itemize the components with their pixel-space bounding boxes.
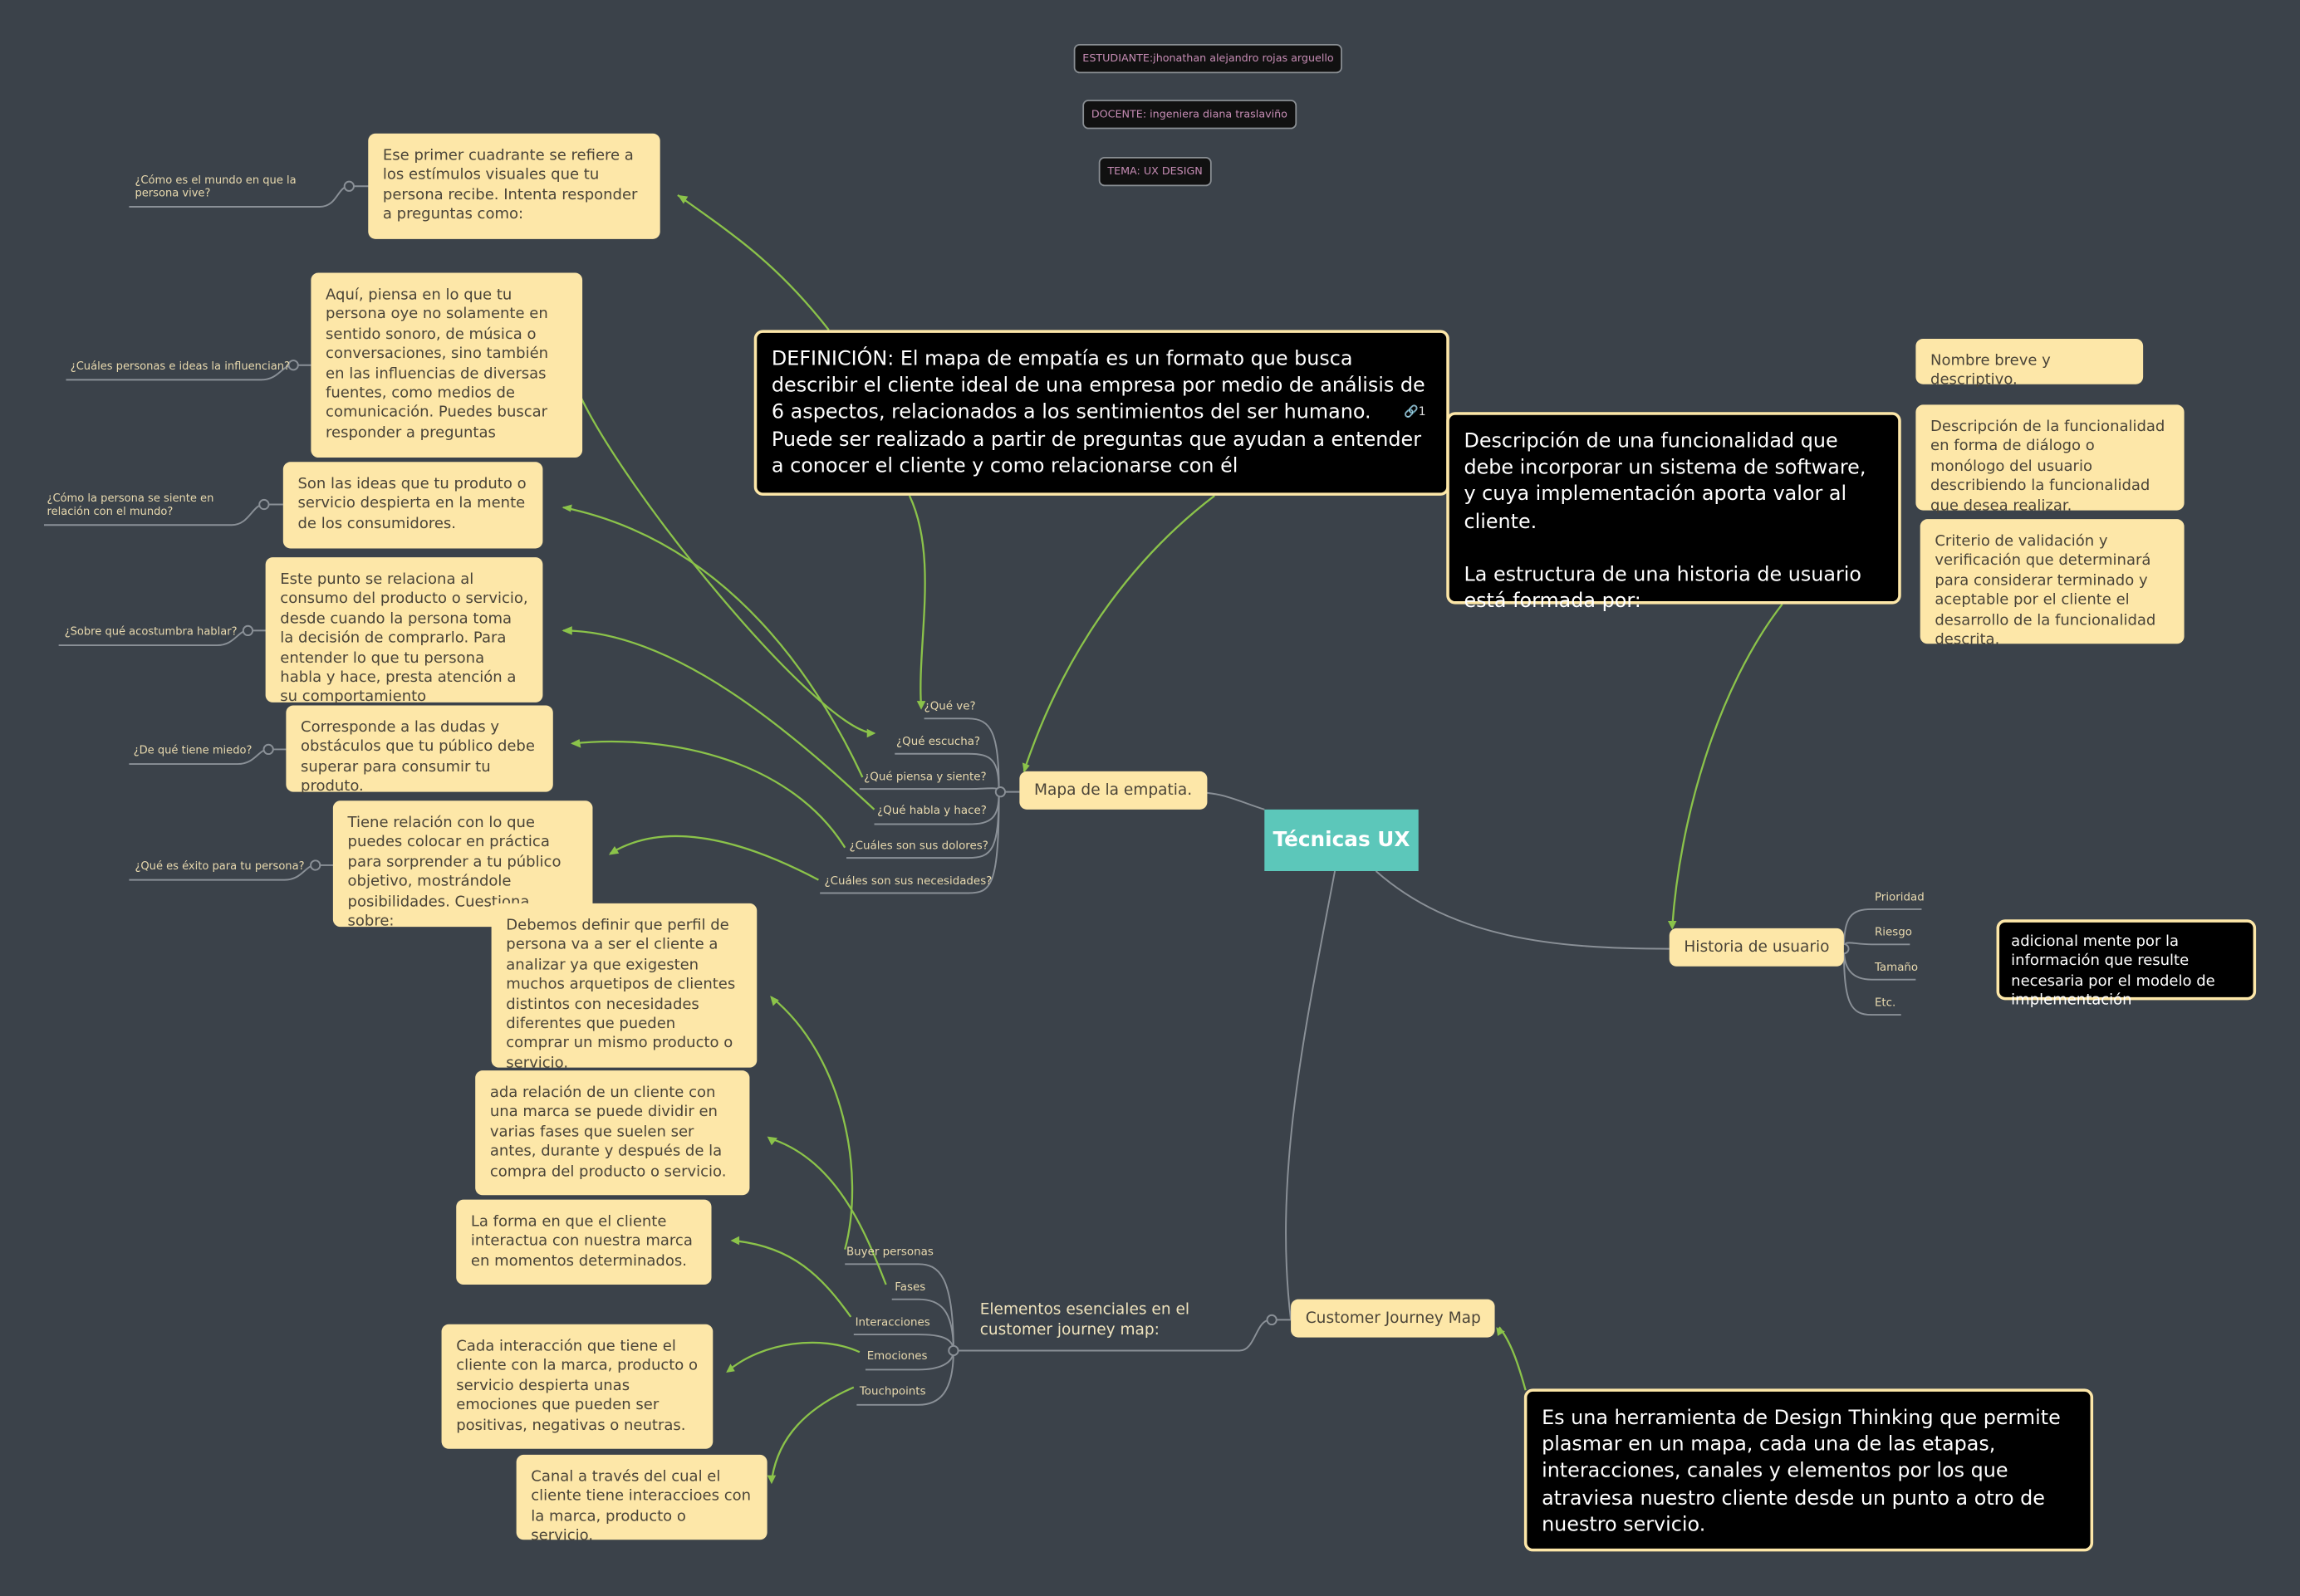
journey-element-interactions[interactable]: Interacciones [855,1315,930,1329]
user-story-node[interactable]: Historia de usuario [1669,928,1845,967]
empathy-question-feel[interactable]: ¿Cómo la persona se siente en relación c… [47,491,214,518]
user-story-description-note[interactable]: Descripción de una funcionalidad que deb… [1446,412,1901,614]
empathy-question-world[interactable]: ¿Cómo es el mundo en que la persona vive… [135,173,297,200]
empathy-question-influence[interactable]: ¿Cuáles personas e ideas la influencian? [70,359,290,373]
empathy-note-say[interactable]: Este punto se relaciona al consumo del p… [265,557,543,706]
root-node[interactable]: Técnicas UX [1264,809,1419,872]
journey-element-emotions[interactable]: Emociones [866,1349,928,1363]
story-attribute-priority[interactable]: Prioridad [1874,889,1925,903]
story-attribute-etc[interactable]: Etc. [1874,996,1896,1010]
empathy-branch-think[interactable]: ¿Qué piensa y siente? [864,770,987,784]
story-attribute-size[interactable]: Tamaño [1874,960,1919,974]
journey-note-interactions[interactable]: La forma en que el cliente interactua co… [456,1199,712,1285]
journey-note-phases[interactable]: ada relación de un cliente con una marca… [475,1070,750,1196]
story-structure-description[interactable]: Descripción de la funcionalidad en forma… [1915,404,2185,514]
journey-element-buyer[interactable]: Buyer personas [846,1245,934,1259]
journey-element-touchpoints[interactable]: Touchpoints [859,1384,926,1398]
empathy-note-pains[interactable]: Corresponde a las dudas y obstáculos que… [286,705,553,796]
story-structure-name[interactable]: Nombre breve y descriptivo. [1915,338,2144,389]
journey-note-touchpoints[interactable]: Canal a través del cual el cliente tiene… [516,1454,767,1545]
story-structure-criteria[interactable]: Criterio de validación y verificación qu… [1920,519,2185,649]
empathy-branch-say[interactable]: ¿Qué habla y hace? [877,803,987,817]
empathy-branch-pains[interactable]: ¿Cuáles son sus dolores? [849,839,988,853]
student-tag[interactable]: ESTUDIANTE:jhonathan alejandro rojas arg… [1073,43,1343,74]
empathy-branch-hear[interactable]: ¿Qué escucha? [896,734,981,748]
link-icon[interactable]: 🔗1 [1404,404,1426,419]
empathy-question-fear[interactable]: ¿De qué tiene miedo? [133,743,253,757]
empathy-note-see[interactable]: Ese primer cuadrante se refiere a los es… [368,133,660,239]
empathy-note-think[interactable]: Son las ideas que tu produto o servicio … [282,462,543,549]
customer-journey-node[interactable]: Customer Journey Map [1291,1299,1496,1338]
empathy-question-success[interactable]: ¿Qué es éxito para tu persona? [135,859,305,873]
journey-elements-label[interactable]: Elementos esenciales en el customer jour… [979,1300,1190,1339]
empathy-question-talk[interactable]: ¿Sobre qué acostumbra hablar? [64,624,238,639]
teacher-tag[interactable]: DOCENTE: ingeniera diana traslaviño [1082,100,1297,130]
journey-note-emotions[interactable]: Cada interacción que tiene el cliente co… [441,1324,714,1449]
journey-element-phases[interactable]: Fases [895,1280,926,1294]
empathy-branch-needs[interactable]: ¿Cuáles son sus necesidades? [824,874,993,888]
journey-note-buyer[interactable]: Debemos definir que perfil de persona va… [491,903,758,1072]
empathy-note-needs[interactable]: Tiene relación con lo que puedes colocar… [332,800,593,930]
customer-journey-description-note[interactable]: Es una herramienta de Design Thinking qu… [1523,1388,2094,1552]
topic-tag[interactable]: TEMA: UX DESIGN [1098,156,1212,187]
story-extra-note[interactable]: adicional mente por la información que r… [1996,919,2257,1009]
empathy-definition-note[interactable]: DEFINICIÓN: El mapa de empatía es un for… [753,330,1449,496]
empathy-map-node[interactable]: Mapa de la empatia. [1019,771,1207,810]
story-attribute-risk[interactable]: Riesgo [1874,925,1912,939]
empathy-branch-see[interactable]: ¿Qué ve? [924,699,976,713]
empathy-note-hear[interactable]: Aquí, piensa en lo que tu persona oye no… [311,272,583,458]
link-count: 1 [1418,404,1426,419]
